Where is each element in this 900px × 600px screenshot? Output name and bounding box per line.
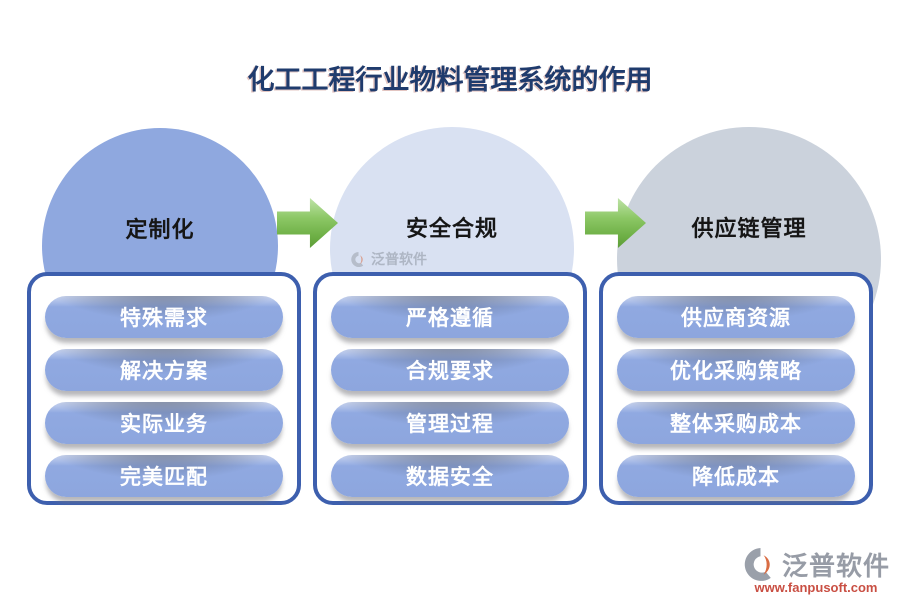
circle-label: 安全合规 — [405, 216, 498, 241]
item-pill: 特殊需求 — [45, 296, 283, 338]
footer-watermark-url: www.fanpusoft.com — [754, 580, 878, 595]
item-pill: 降低成本 — [617, 455, 855, 497]
fanpu-logo-icon — [744, 548, 771, 581]
item-pill: 整体采购成本 — [617, 402, 855, 444]
circle-label: 定制化 — [125, 217, 195, 242]
footer-watermark-name: 泛普软件 — [781, 551, 890, 581]
item-pill: 供应商资源 — [617, 296, 855, 338]
right-arrow-icon — [277, 198, 338, 248]
panel-customization: 特殊需求 解决方案 实际业务 完美匹配 — [27, 272, 301, 505]
page-title: 化工工程行业物料管理系统的作用 — [247, 65, 653, 95]
center-watermark-text: 泛普软件 — [371, 251, 427, 267]
panel-safety-compliance: 严格遵循 合规要求 管理过程 数据安全 — [313, 272, 587, 505]
center-watermark: 泛普软件 — [350, 249, 427, 269]
circle-label: 供应链管理 — [691, 216, 807, 241]
item-pill: 解决方案 — [45, 349, 283, 391]
fanpu-logo-icon — [351, 251, 364, 267]
item-pill: 数据安全 — [331, 455, 569, 497]
item-pill: 管理过程 — [331, 402, 569, 444]
item-pill: 完美匹配 — [45, 455, 283, 497]
item-pill: 合规要求 — [331, 349, 569, 391]
item-pill: 严格遵循 — [331, 296, 569, 338]
footer-watermark: 泛普软件 www.fanpusoft.com — [742, 546, 890, 595]
item-pill: 优化采购策略 — [617, 349, 855, 391]
panel-supply-chain: 供应商资源 优化采购策略 整体采购成本 降低成本 — [599, 272, 873, 505]
item-pill: 实际业务 — [45, 402, 283, 444]
